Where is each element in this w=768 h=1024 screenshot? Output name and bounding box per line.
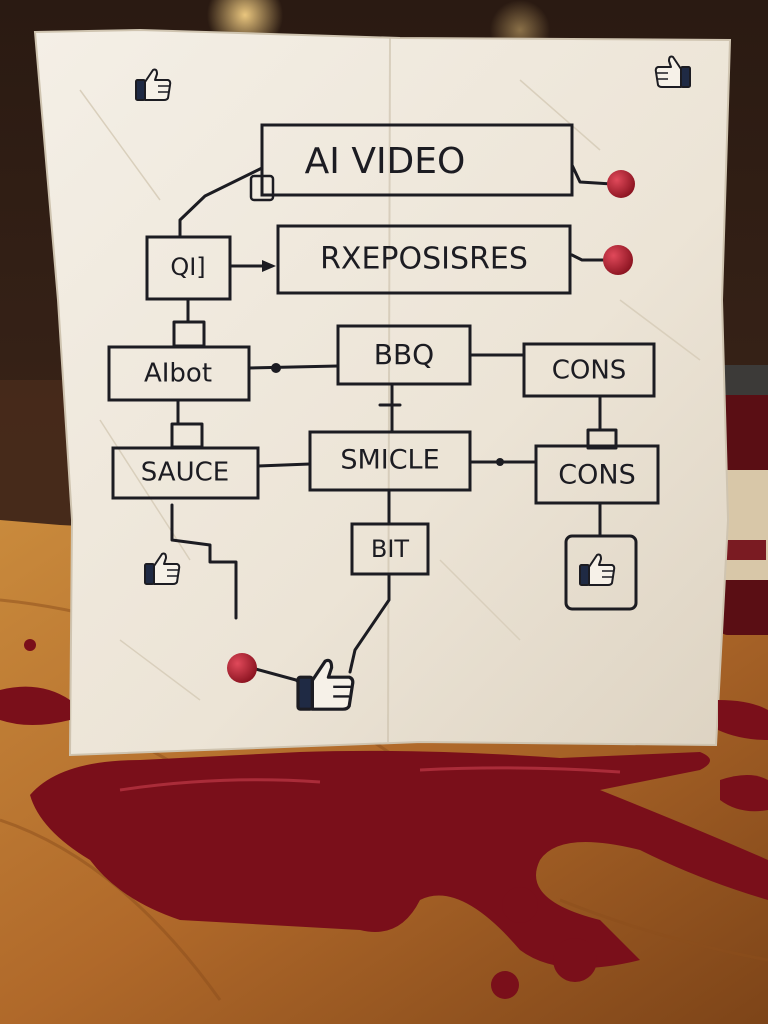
diagram-title: AI VIDEO	[305, 141, 466, 182]
node-rxeposisres-label: RXEPOSISRES	[320, 242, 528, 277]
node-aibot-label: AIbot	[144, 359, 212, 389]
sauce-dot-icon	[603, 245, 633, 275]
sauce-drop	[491, 971, 519, 999]
background-shelf	[0, 380, 70, 530]
node-sauce-label: SAUCE	[141, 458, 229, 488]
node-cons-top-label: CONS	[552, 356, 627, 386]
box-sauce	[111, 446, 260, 500]
connector-joint	[496, 458, 504, 466]
box-cons-top	[522, 342, 656, 398]
diagram-connectors	[170, 163, 618, 694]
napkin-fold	[387, 37, 391, 743]
connector-joint	[271, 363, 281, 373]
sauce-puddle	[718, 700, 768, 740]
sauce-puddle	[720, 775, 768, 812]
node-bbq-label: BBQ	[374, 338, 434, 371]
node-bit-label: BIT	[371, 535, 410, 563]
box-aibot	[107, 345, 251, 402]
sauce-highlight	[119, 766, 621, 792]
box-rxeposisres	[276, 224, 572, 295]
napkin	[33, 28, 732, 757]
node-qil-label: QI]	[170, 253, 205, 281]
sauce-drop	[24, 639, 36, 651]
napkin-wrinkles	[79, 79, 701, 701]
sauce-drop	[502, 887, 538, 923]
node-cons-right-label: CONS	[558, 460, 635, 491]
sauce-dot-icon	[607, 170, 635, 198]
diagram-boxes	[107, 123, 660, 611]
sauce-puddle	[0, 686, 70, 725]
box-cons-right	[534, 444, 660, 505]
node-smicle-label: SMICLE	[340, 445, 439, 476]
box-smicle	[308, 430, 472, 492]
sauce-puddle	[30, 750, 768, 968]
sauce-jar	[718, 365, 768, 635]
arrow-head	[262, 260, 276, 272]
box-bbq	[336, 324, 472, 386]
box-bit	[350, 522, 430, 576]
box-qil	[145, 235, 232, 301]
sauce-drop	[553, 938, 597, 982]
sauce-dot-icon	[227, 653, 257, 683]
box-thumb-frame	[564, 534, 638, 611]
box-ai-video	[260, 123, 574, 197]
